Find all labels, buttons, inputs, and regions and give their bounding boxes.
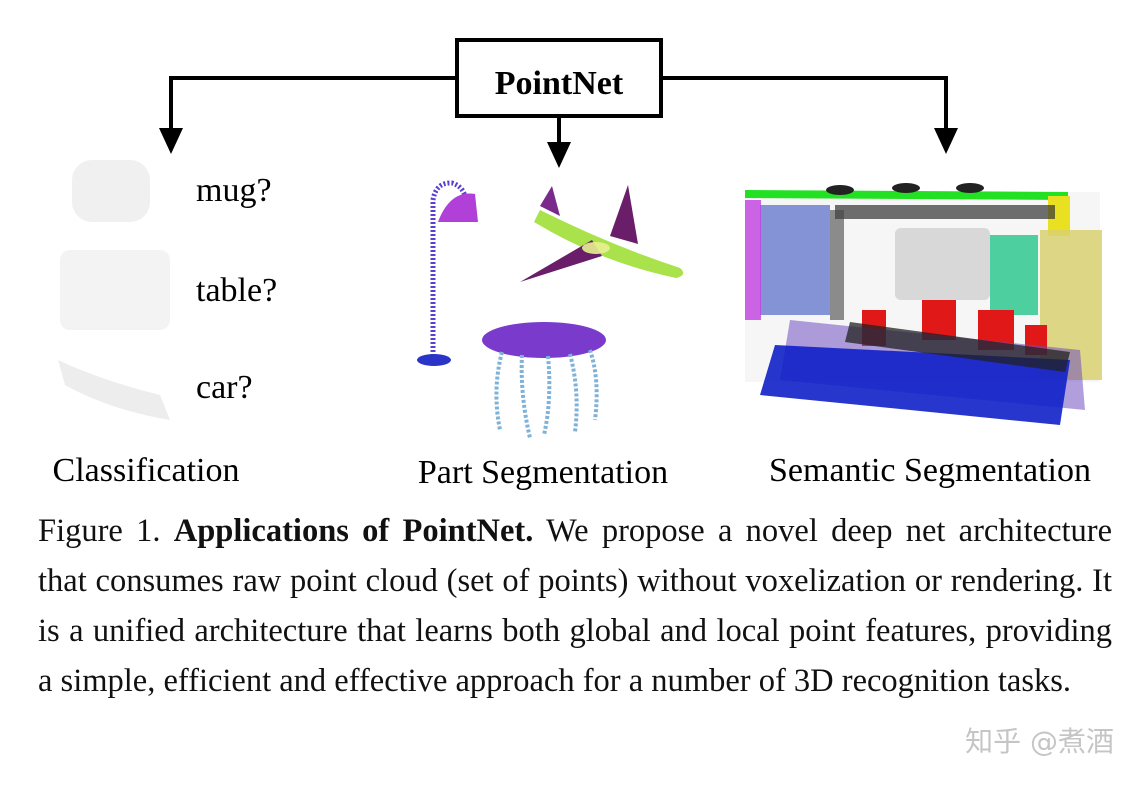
caption-prefix: Figure 1. bbox=[38, 513, 161, 549]
airplane-point-cloud bbox=[520, 185, 684, 282]
label-mug: mug? bbox=[196, 172, 272, 209]
title-part-segmentation: Part Segmentation bbox=[418, 454, 668, 491]
title-classification: Classification bbox=[53, 452, 240, 489]
car-point-cloud bbox=[58, 360, 170, 420]
arrow-part-segmentation bbox=[547, 142, 571, 168]
lamp-point-cloud bbox=[417, 180, 478, 366]
label-car: car? bbox=[196, 369, 253, 406]
table-point-cloud-seg bbox=[482, 322, 606, 439]
classification-point-clouds bbox=[58, 160, 170, 420]
pointnet-diagram: PointNet mug? table? car? bbox=[53, 38, 1102, 491]
mug-point-cloud bbox=[72, 160, 150, 222]
arrowheads bbox=[159, 128, 958, 168]
table-point-cloud bbox=[60, 250, 170, 330]
label-table: table? bbox=[196, 272, 277, 309]
room-point-cloud bbox=[745, 183, 1102, 425]
caption-body: We propose a novel deep net architecture… bbox=[38, 513, 1113, 699]
arrow-classification bbox=[159, 128, 183, 154]
watermark: 知乎 @煮酒 bbox=[965, 725, 1114, 758]
pointnet-label: PointNet bbox=[495, 65, 624, 102]
figure-caption: Figure 1. Applications of PointNet. We p… bbox=[38, 506, 1112, 706]
arrow-semantic-segmentation bbox=[934, 128, 958, 154]
caption-title: Applications of PointNet. bbox=[173, 513, 534, 549]
title-semantic-segmentation: Semantic Segmentation bbox=[769, 452, 1091, 489]
connector-lines bbox=[169, 76, 948, 145]
